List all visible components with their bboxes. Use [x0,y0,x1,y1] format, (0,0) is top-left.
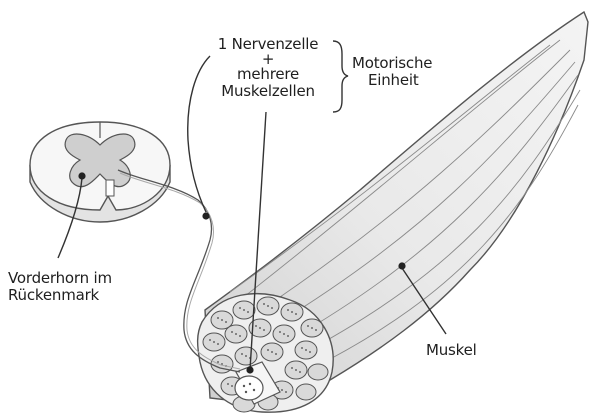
label-motorische: Motorische [352,55,462,72]
label-mehrere: mehrere [198,66,338,83]
label-vorderhorn: Vorderhorn im [8,270,138,287]
label-motorische-einheit-group: Motorische Einheit [352,55,462,89]
spinal-cord [30,122,170,222]
label-rueckenmark: Rückenmark [8,287,138,304]
label-vorderhorn-group: Vorderhorn im Rückenmark [8,270,138,304]
label-muskelzellen: Muskelzellen [198,83,338,100]
label-muskel: Muskel [426,342,496,359]
label-nervenzelle-group: 1 Nervenzelle + mehrere Muskelzellen [198,36,338,100]
label-einheit: Einheit [352,72,462,89]
